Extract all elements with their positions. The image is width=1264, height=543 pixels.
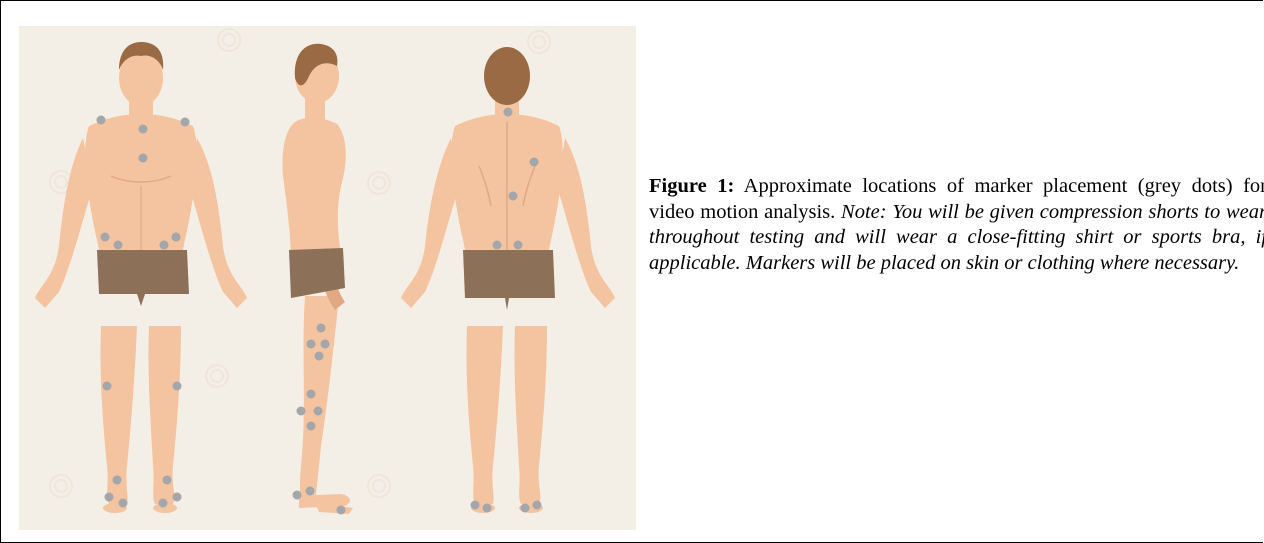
figure-label: Figure 1:	[649, 175, 734, 197]
figure-caption: Figure 1: Approximate locations of marke…	[649, 174, 1264, 276]
back-view-figure	[401, 47, 615, 513]
body-marker-figure	[19, 26, 636, 530]
front-view-figure	[35, 42, 247, 513]
side-view-figure	[283, 44, 354, 515]
